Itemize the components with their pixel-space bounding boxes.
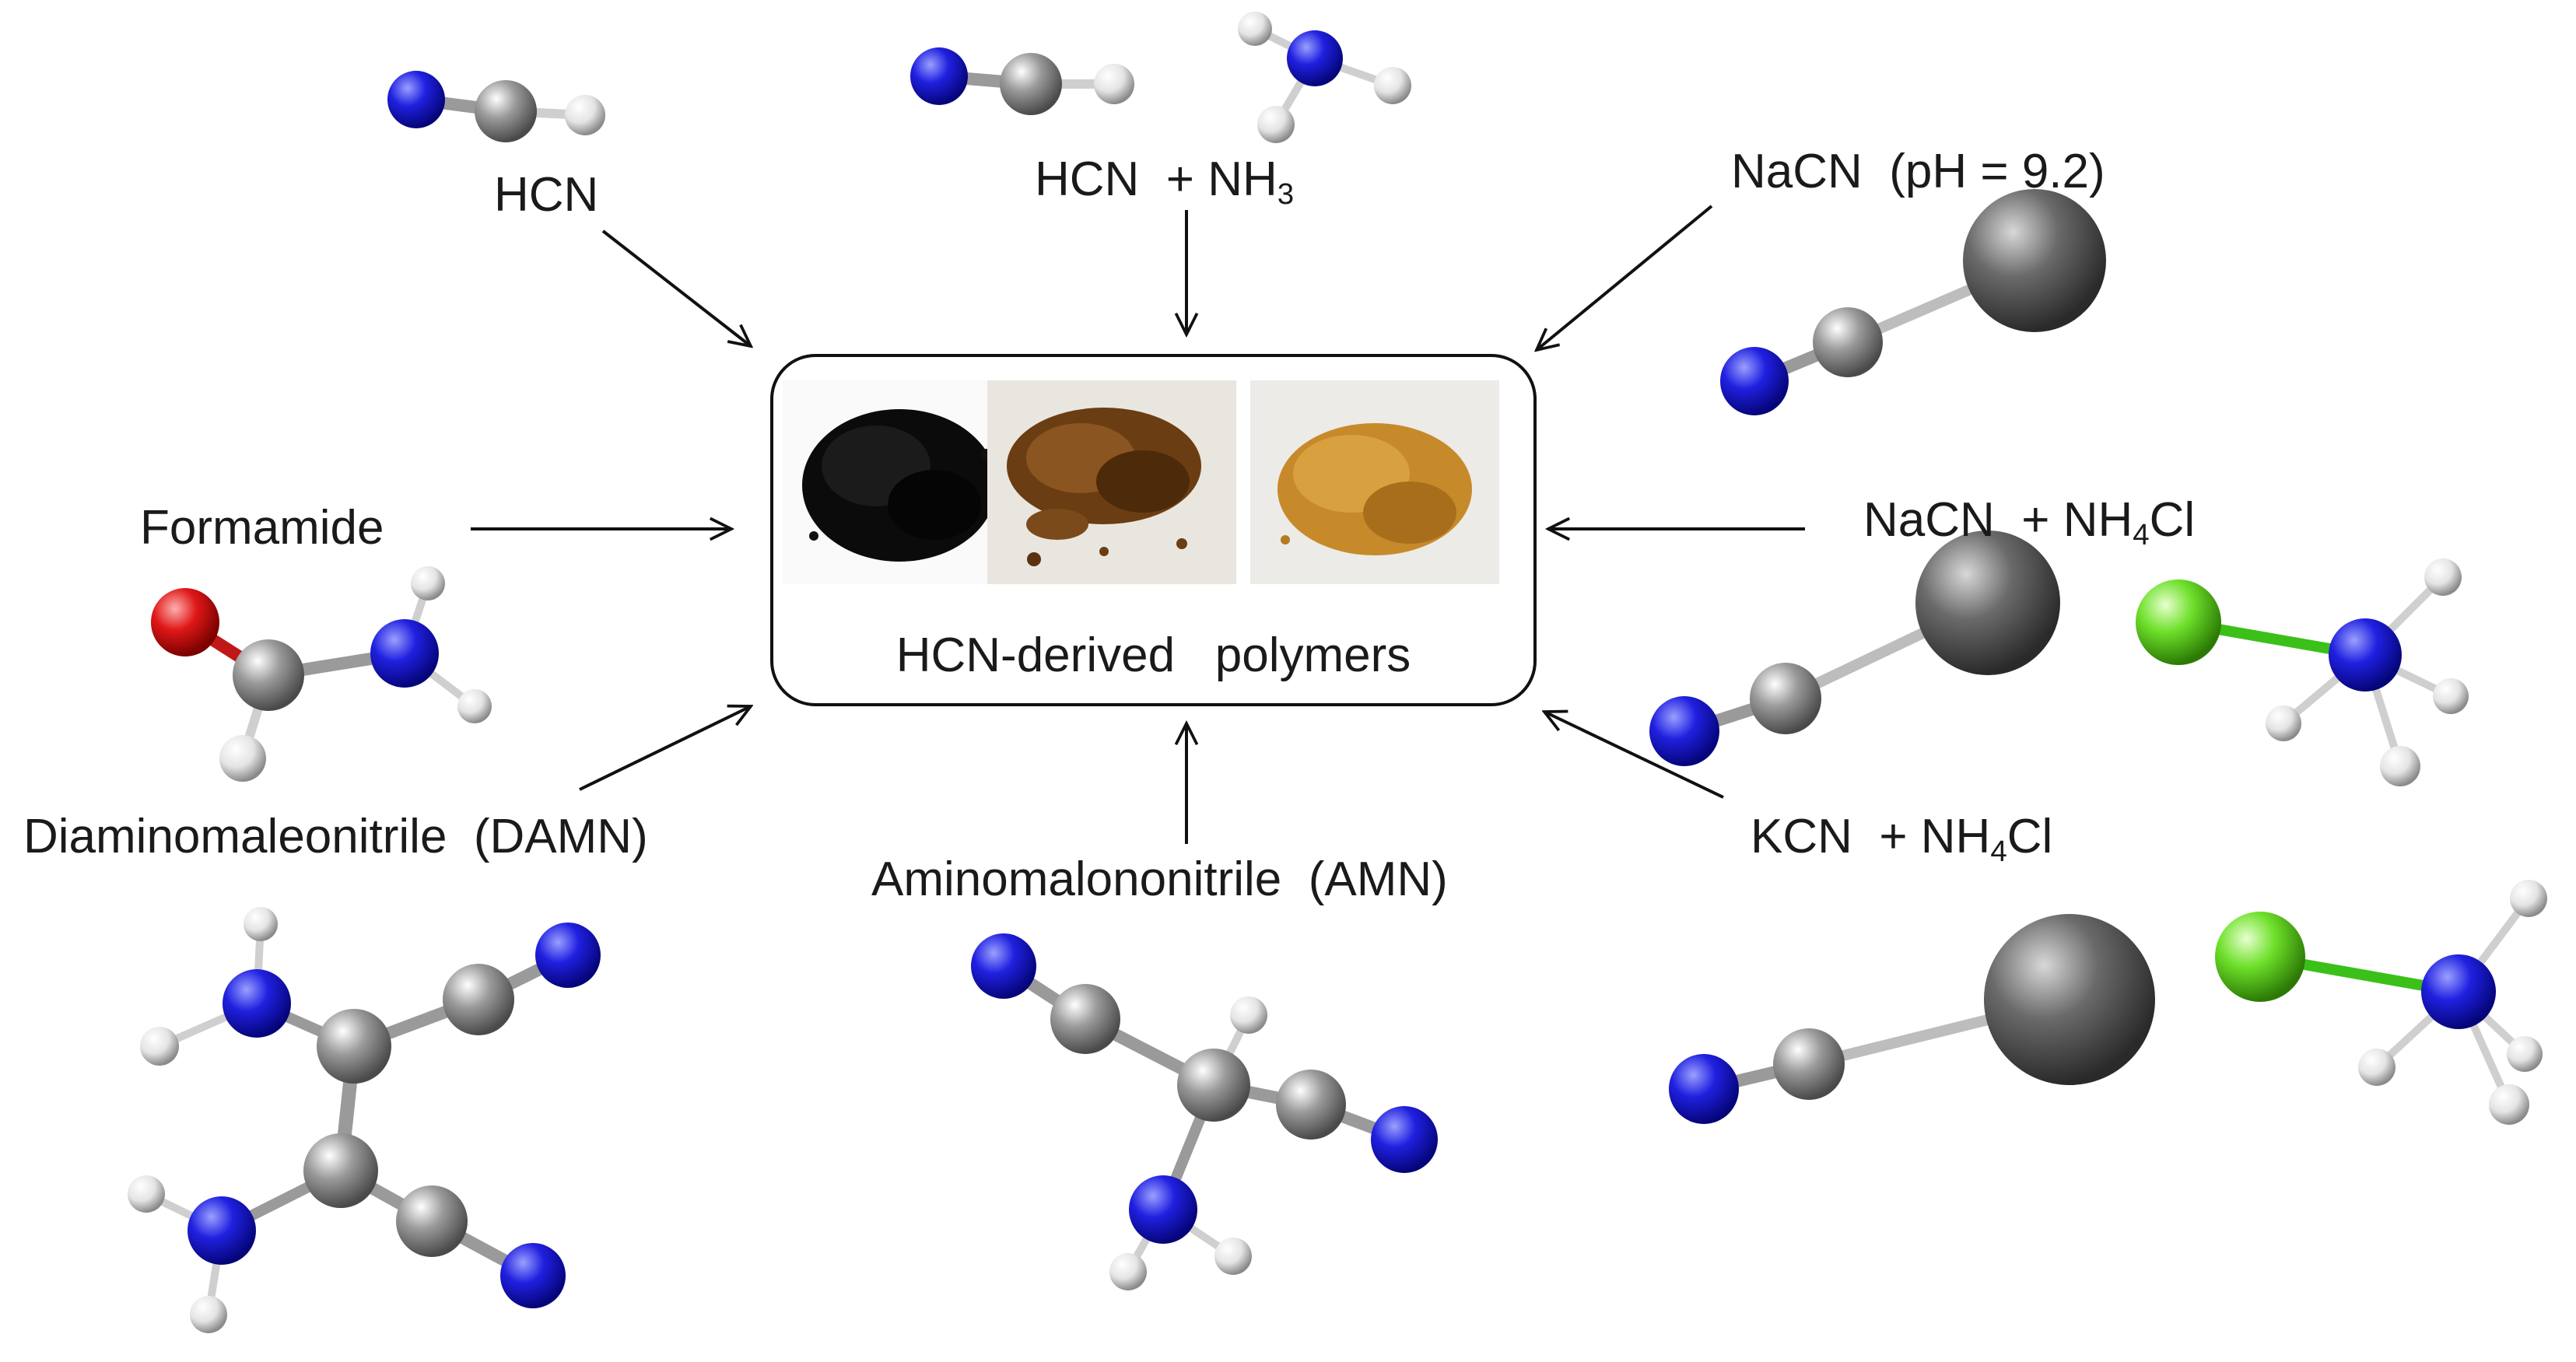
label-kcn-nh4cl-sub: 4 — [1990, 834, 2007, 868]
label-hcn-nh3-text: HCN + NH — [1035, 152, 1277, 206]
label-formamide: Formamide — [140, 501, 384, 555]
hcn-molecule-2 — [910, 47, 1134, 115]
label-damn: Diaminomaleonitrile (DAMN) — [23, 810, 648, 863]
arrow-hcn — [601, 229, 751, 346]
damn-molecule — [128, 907, 601, 1333]
arrow-damn — [579, 706, 751, 791]
ammonia-molecule — [1238, 12, 1411, 143]
ammonium-chloride-molecule-2 — [2215, 880, 2547, 1125]
label-kcn-nh4cl-text: KCN + NH — [1751, 810, 1991, 863]
label-nacn-nh4cl-sub: 4 — [2133, 517, 2150, 551]
label-hcn-nh3-sub: 3 — [1277, 177, 1295, 211]
label-kcn-nh4cl-tail: Cl — [2006, 810, 2053, 863]
arrow-nacn — [1537, 205, 1713, 350]
label-amn: Aminomalononitrile (AMN) — [871, 853, 1448, 906]
label-nacn-ph: NaCN (pH = 9.2) — [1731, 145, 2105, 198]
ammonium-chloride-molecule — [2136, 558, 2469, 786]
formamide-molecule — [151, 566, 492, 782]
polymer-sample-brown — [987, 380, 1236, 584]
polymer-caption: HCN-derived polymers — [895, 628, 1411, 682]
nacn-molecule-2 — [1649, 530, 2060, 766]
nacn-molecule — [1720, 189, 2106, 415]
hcn-molecule — [387, 71, 605, 142]
polymer-box: HCN-derived polymers — [770, 354, 1537, 706]
label-nacn-nh4cl-text: NaCN + NH — [1863, 493, 2133, 547]
arrow-kcn — [1544, 712, 1724, 799]
polymer-sample-orange — [1250, 380, 1499, 584]
amn-molecule — [971, 933, 1438, 1290]
label-hcn: HCN — [494, 168, 599, 222]
label-nacn-nh4cl: NaCN + NH4Cl — [1863, 493, 2196, 550]
label-hcn-nh3: HCN + NH3 — [1035, 156, 1294, 209]
arrows — [471, 205, 1805, 844]
kcn-molecule — [1669, 914, 2155, 1124]
label-nacn-nh4cl-tail: Cl — [2149, 493, 2196, 547]
label-kcn-nh4cl: KCN + NH4Cl — [1751, 810, 2053, 867]
